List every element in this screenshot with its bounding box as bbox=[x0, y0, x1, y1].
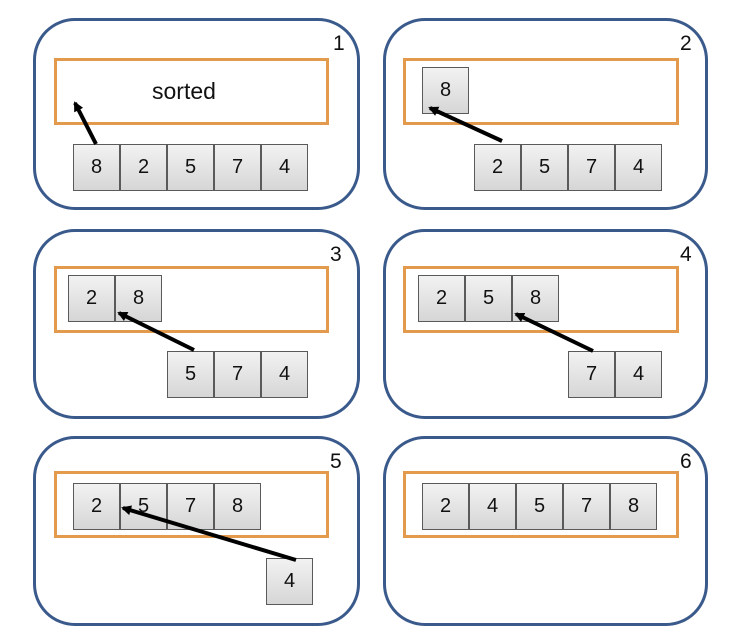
sorted-cell: 8 bbox=[610, 483, 657, 530]
unsorted-cell: 7 bbox=[214, 144, 261, 191]
unsorted-cell: 4 bbox=[261, 351, 308, 398]
unsorted-cell: 7 bbox=[568, 351, 615, 398]
unsorted-cell: 7 bbox=[214, 351, 261, 398]
sorted-region bbox=[54, 58, 329, 125]
sorted-cell: 8 bbox=[214, 483, 261, 530]
unsorted-cell: 4 bbox=[615, 351, 662, 398]
sorted-cell: 2 bbox=[422, 483, 469, 530]
sorted-cell: 2 bbox=[68, 275, 115, 322]
step-number: 2 bbox=[680, 32, 692, 55]
step-number: 3 bbox=[330, 243, 342, 266]
sorted-cell: 8 bbox=[115, 275, 162, 322]
sorted-cell: 8 bbox=[512, 275, 559, 322]
unsorted-cell: 2 bbox=[474, 144, 521, 191]
sorted-cell: 4 bbox=[469, 483, 516, 530]
step-number: 5 bbox=[330, 450, 342, 473]
unsorted-cell: 7 bbox=[568, 144, 615, 191]
unsorted-cell: 8 bbox=[73, 144, 120, 191]
sorted-label: sorted bbox=[152, 78, 216, 104]
sorted-cell: 2 bbox=[73, 483, 120, 530]
step-number: 1 bbox=[333, 32, 345, 55]
unsorted-cell: 5 bbox=[167, 144, 214, 191]
sorted-cell: 5 bbox=[516, 483, 563, 530]
unsorted-cell: 4 bbox=[261, 144, 308, 191]
step-number: 4 bbox=[680, 243, 692, 266]
unsorted-cell: 4 bbox=[266, 558, 313, 605]
unsorted-cell: 5 bbox=[521, 144, 568, 191]
unsorted-cell: 4 bbox=[615, 144, 662, 191]
sorted-cell: 7 bbox=[563, 483, 610, 530]
sorted-cell: 5 bbox=[120, 483, 167, 530]
step-number: 6 bbox=[680, 450, 692, 473]
sorted-cell: 2 bbox=[418, 275, 465, 322]
sorted-cell: 8 bbox=[422, 67, 469, 114]
unsorted-cell: 5 bbox=[167, 351, 214, 398]
sorted-cell: 7 bbox=[167, 483, 214, 530]
unsorted-cell: 2 bbox=[120, 144, 167, 191]
sorted-cell: 5 bbox=[465, 275, 512, 322]
